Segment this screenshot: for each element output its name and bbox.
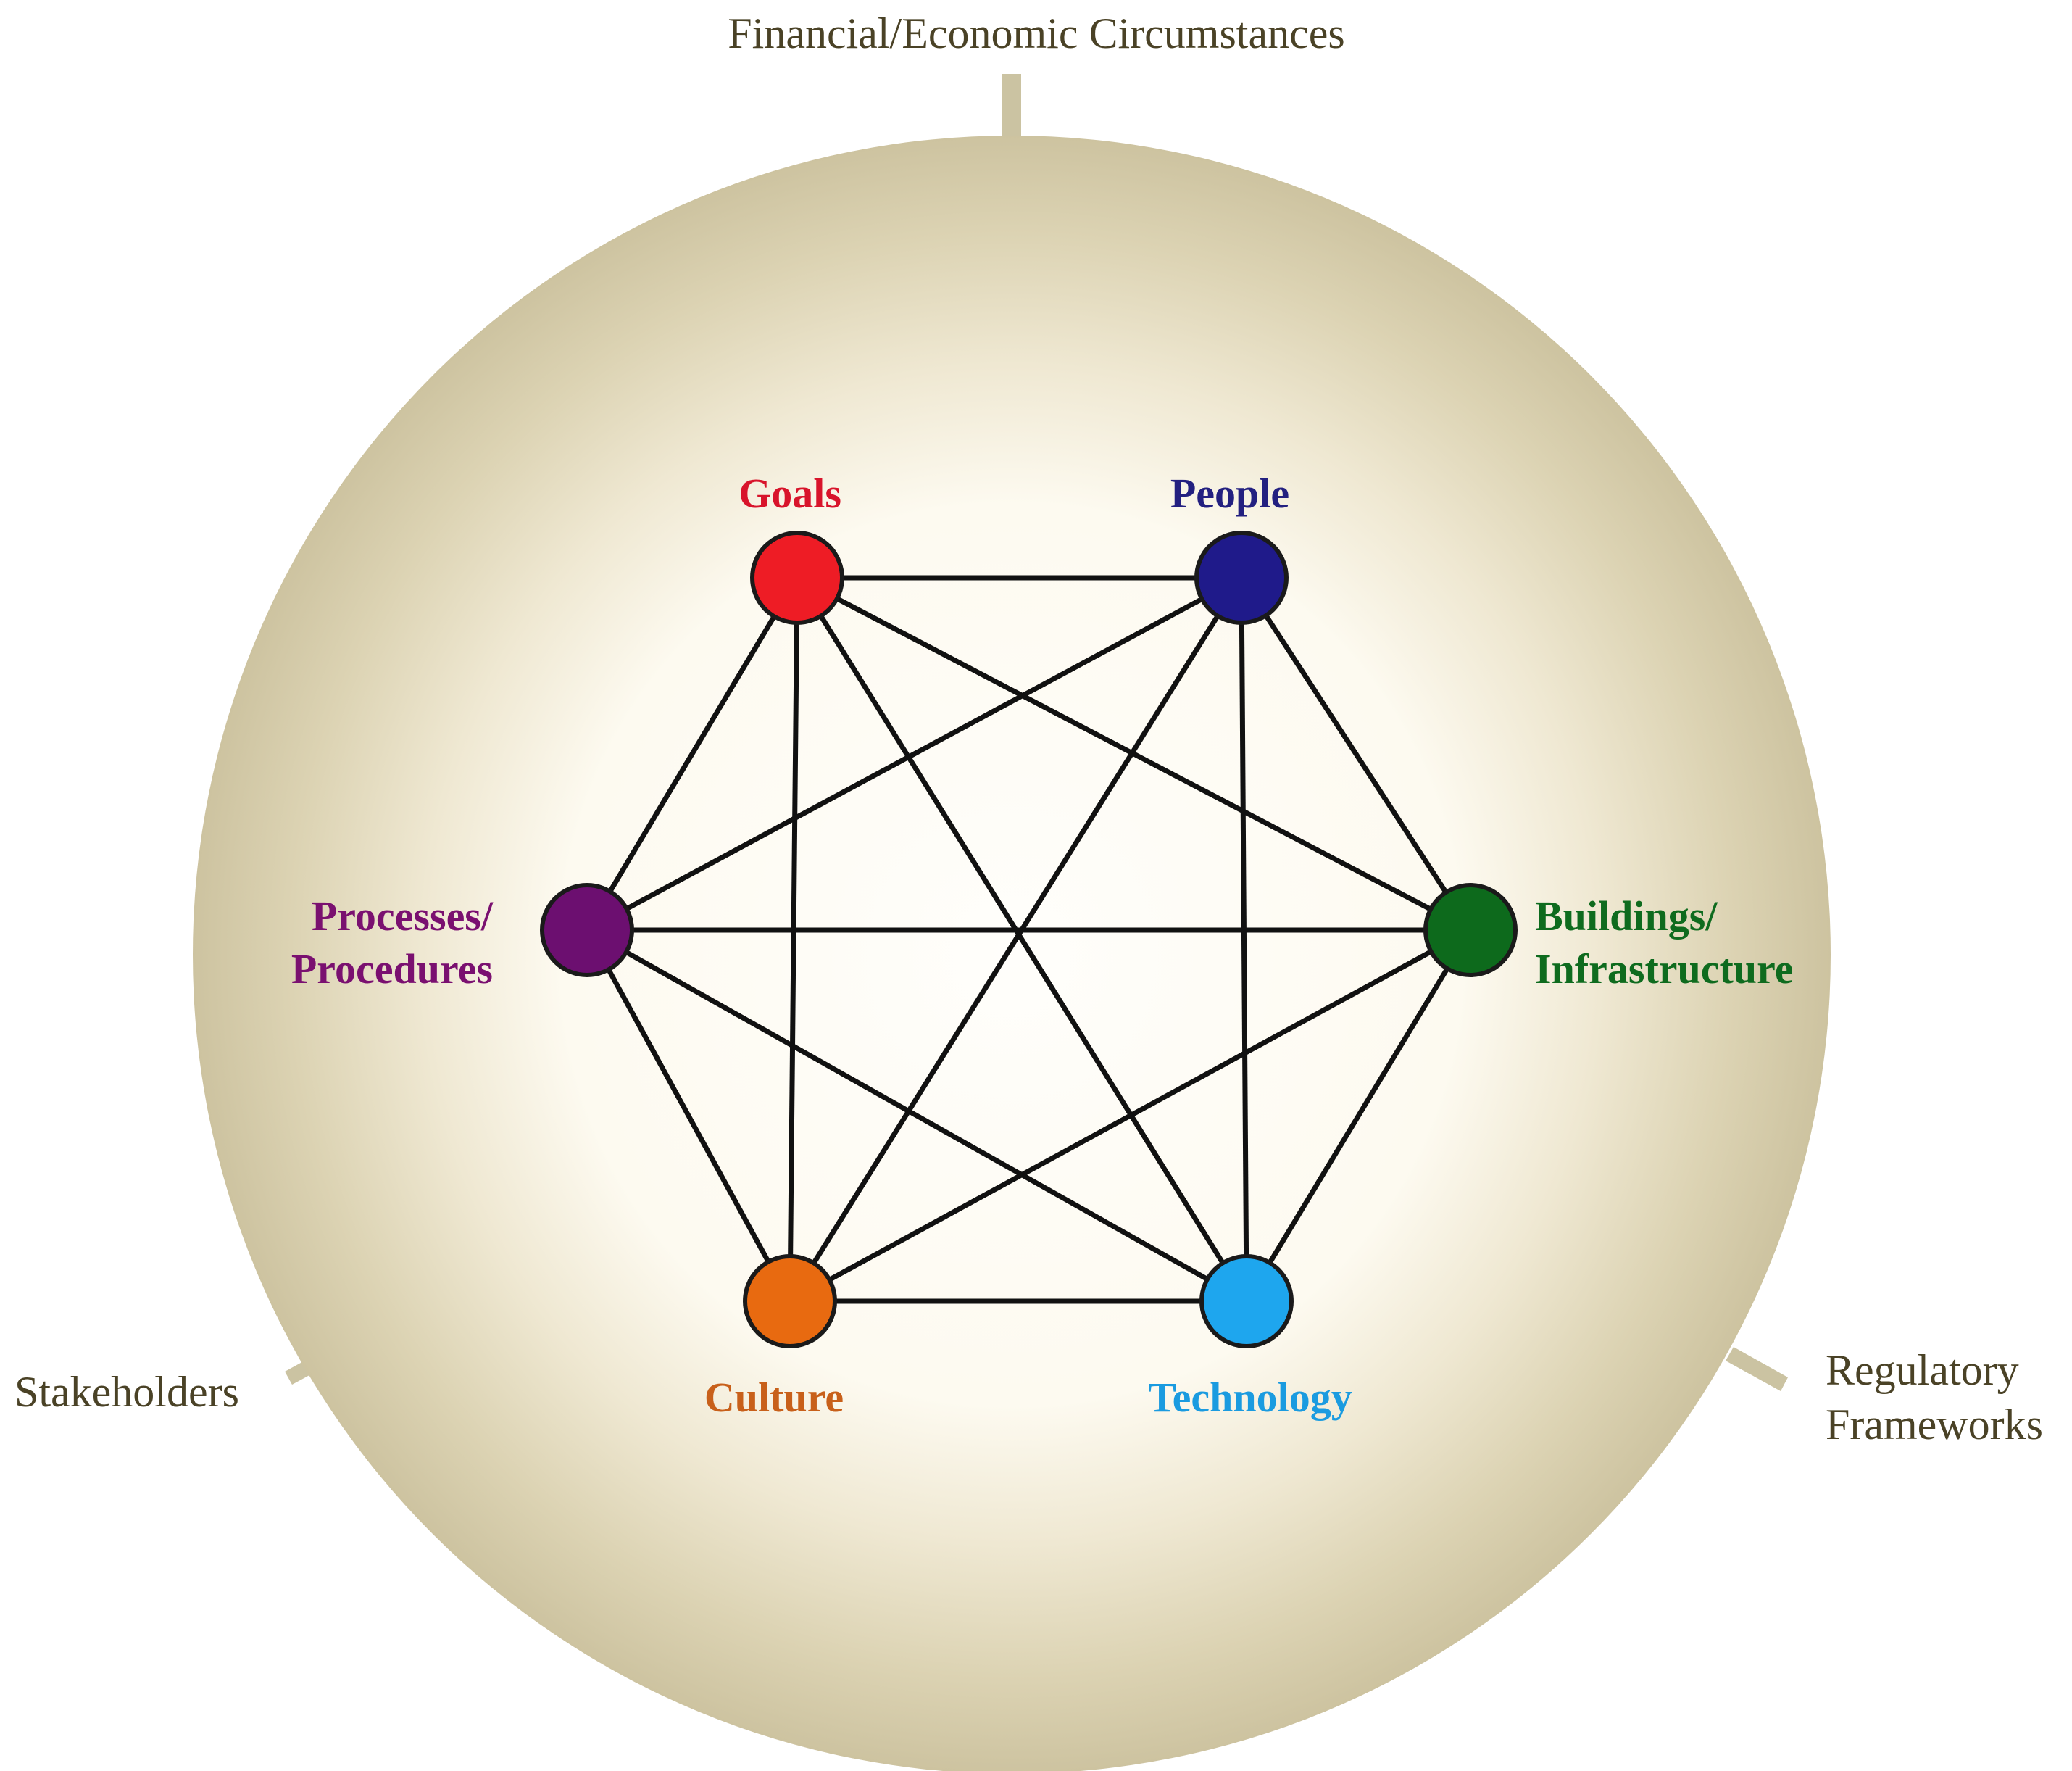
edge-buildings-technology <box>1244 929 1473 1303</box>
label-processes-line1: Processes/ <box>312 892 494 940</box>
label-processes-line2: Procedures <box>291 945 493 992</box>
label-buildings-line1: Buildings/ <box>1535 892 1718 940</box>
node-technology <box>1199 1254 1294 1348</box>
node-buildings <box>1423 883 1518 977</box>
edge-goals-technology <box>795 576 1249 1303</box>
label-technology: Technology <box>1148 1374 1352 1421</box>
node-goals <box>750 531 844 625</box>
label-buildings-line2: Infrastructure <box>1535 945 1794 992</box>
edge-people-technology <box>1239 577 1249 1302</box>
edge-technology-processes <box>586 927 1248 1304</box>
edge-goals-culture <box>787 577 800 1302</box>
node-processes <box>540 883 634 977</box>
edge-people-buildings <box>1239 576 1473 932</box>
top-connector <box>1002 74 1021 146</box>
element-nodes <box>540 531 1518 1348</box>
connection-lines <box>584 575 1473 1304</box>
financial-economic-label: Financial/Economic Circumstances <box>728 9 1344 57</box>
node-culture <box>743 1254 837 1348</box>
right-connector <box>1726 1347 1788 1391</box>
stakeholders-label: Stakeholders <box>14 1368 239 1416</box>
label-people: People <box>1170 470 1289 517</box>
label-goals: Goals <box>738 470 841 517</box>
edge-buildings-culture <box>789 927 1472 1304</box>
environment-sphere <box>193 136 1831 1771</box>
frameworks-label: Frameworks <box>1826 1401 2043 1448</box>
node-people <box>1194 531 1289 625</box>
label-culture: Culture <box>704 1374 844 1421</box>
edge-goals-processes <box>584 576 800 932</box>
edge-people-culture <box>788 576 1244 1303</box>
edge-people-processes <box>586 575 1243 933</box>
regulatory-label: Regulatory <box>1826 1346 2019 1394</box>
element-labels: Goals PeopleBuildings/InfrastructureTechn… <box>291 470 1794 1421</box>
edge-culture-processes <box>584 929 793 1303</box>
